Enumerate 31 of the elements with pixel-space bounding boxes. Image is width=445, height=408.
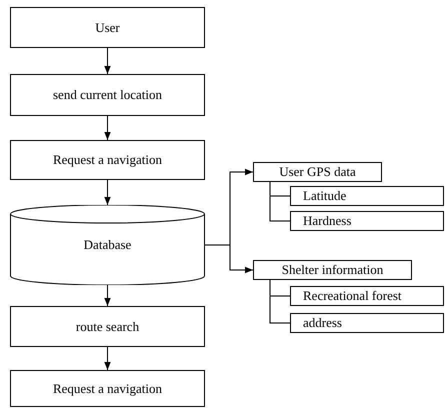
arrow — [104, 346, 111, 370]
node-label: Request a navigation — [52, 380, 162, 396]
node-label: route search — [76, 318, 140, 334]
node-label: Recreational forest — [303, 288, 402, 304]
process-box — [10, 370, 205, 407]
process-box — [290, 286, 444, 306]
arrow — [104, 180, 111, 206]
node-label: Database — [84, 237, 132, 253]
node-label: User GPS data — [279, 164, 356, 180]
arrow — [204, 244, 254, 274]
node-label: Latitude — [303, 188, 346, 204]
node-label: address — [303, 315, 342, 331]
arrow — [104, 116, 111, 140]
connector-line — [270, 280, 290, 324]
node-label: send current location — [52, 87, 162, 103]
node-label: User — [95, 20, 120, 36]
process-box — [290, 211, 444, 231]
process-box — [290, 313, 444, 333]
arrow — [104, 284, 111, 306]
process-box — [253, 260, 412, 280]
node-label: Hardness — [303, 213, 352, 229]
process-box — [253, 162, 382, 182]
connector-line — [270, 182, 290, 222]
arrow — [104, 48, 111, 74]
process-box — [10, 306, 205, 347]
process-box — [10, 7, 205, 48]
process-box — [10, 140, 205, 180]
process-box — [10, 74, 205, 116]
node-label: Shelter information — [282, 262, 384, 278]
process-box — [290, 186, 444, 206]
node-label: Request a navigation — [52, 152, 162, 168]
